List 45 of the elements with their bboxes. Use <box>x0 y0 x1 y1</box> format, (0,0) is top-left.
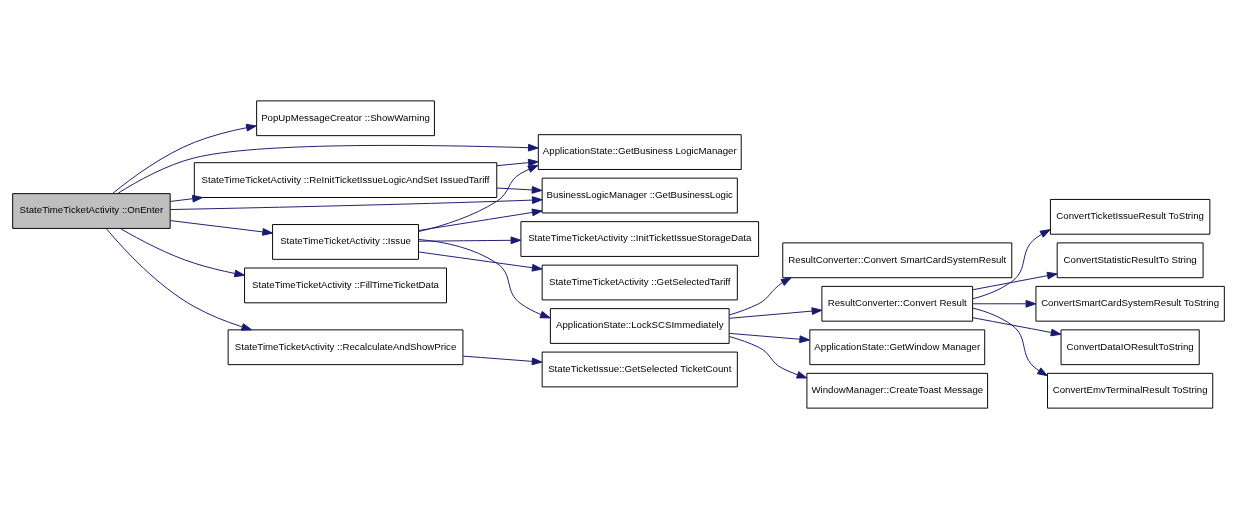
node-box: StateTimeTicketActivity ::OnEnter <box>12 192 171 229</box>
node-box: ConvertStatisticResultTo String <box>1056 241 1204 278</box>
arrow <box>728 335 808 379</box>
arrow <box>972 228 1051 299</box>
arrow <box>169 195 543 210</box>
arrow <box>728 332 810 343</box>
arrow <box>418 251 543 272</box>
node-box: StateTimeTicketActivity ::ReInitTicketIssueLogicAndSet IssuedTariff <box>193 161 498 198</box>
arrow <box>496 185 543 194</box>
node-box: StateTimeTicketActivity ::FillTimeTicketData <box>244 267 447 303</box>
node-box: ResultConverter::Convert SmartCardSystemResult <box>782 241 1013 278</box>
node-box: ApplicationState::GetWindow Manager <box>809 328 986 365</box>
node-box: ApplicationState::LockSCSImmediately <box>549 307 730 344</box>
node-box: ResultConverter::Convert Result <box>821 285 974 322</box>
node-box: WindowManager::CreateToast Message <box>806 372 989 409</box>
arrow <box>972 316 1062 336</box>
node-box: PopUpMessageCreator ::ShowWarning <box>256 99 435 136</box>
arrow <box>496 158 539 166</box>
arrow <box>418 238 551 318</box>
arrow <box>105 227 253 331</box>
node-box: ApplicationState::GetBusiness LogicManager <box>537 133 742 170</box>
node-box: StateTimeTicketActivity ::Issue <box>272 223 419 260</box>
arrow <box>418 235 522 244</box>
arrow <box>117 143 539 194</box>
arrow <box>728 276 792 315</box>
node-box: ConvertDataIOResultToString <box>1060 328 1200 365</box>
node-box: StateTimeTicketActivity ::GetSelectedTariff <box>541 264 738 300</box>
arrow <box>169 219 273 236</box>
node-box: ConvertEmvTerminalResult ToString <box>1047 372 1214 409</box>
arrow <box>418 208 543 231</box>
arrow <box>728 306 823 319</box>
node-box: StateTimeTicketActivity ::InitTicketIssueStorageData <box>520 220 760 257</box>
arrow <box>972 307 1048 376</box>
node-box: StateTimeTicketActivity ::RecalculateAndShowPrice <box>227 328 464 365</box>
node-box: ConvertTicketIssueResult ToString <box>1049 198 1211 235</box>
arrow <box>169 194 203 203</box>
arrow <box>112 123 257 194</box>
arrow <box>972 271 1058 290</box>
arrow <box>462 355 543 365</box>
node-box: ConvertSmartCardSystemResult ToString <box>1035 285 1225 322</box>
node-box: StateTicketIssue::GetSelected TicketCount <box>541 351 738 387</box>
node-box: BusinessLogicManager ::GetBusinessLogic <box>541 177 738 213</box>
arrow <box>418 164 539 232</box>
arrow <box>972 299 1037 308</box>
arrow <box>119 227 245 277</box>
